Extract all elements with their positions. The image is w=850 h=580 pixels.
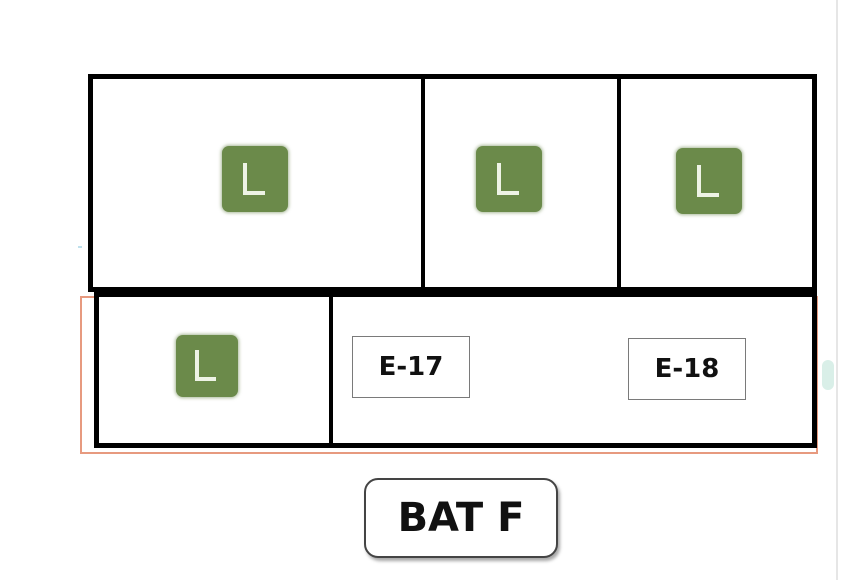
lot-marker[interactable] — [676, 148, 742, 214]
cell-label-e17[interactable]: E-17 — [352, 336, 470, 398]
building-button[interactable]: BAT F — [364, 478, 558, 558]
parking-l-icon — [497, 163, 519, 195]
parking-l-icon — [243, 163, 265, 195]
plan-divider — [617, 79, 621, 287]
parking-l-icon — [697, 165, 719, 197]
cell-label-e18[interactable]: E-18 — [628, 338, 746, 400]
parking-l-icon — [195, 350, 216, 381]
lot-marker[interactable] — [176, 335, 238, 397]
plan-divider — [421, 79, 425, 287]
plan-divider — [329, 297, 333, 443]
stray-mark — [78, 246, 82, 248]
lot-marker[interactable] — [476, 146, 542, 212]
lot-marker[interactable] — [222, 146, 288, 212]
stray-mark — [822, 360, 834, 390]
page-edge — [836, 0, 838, 580]
